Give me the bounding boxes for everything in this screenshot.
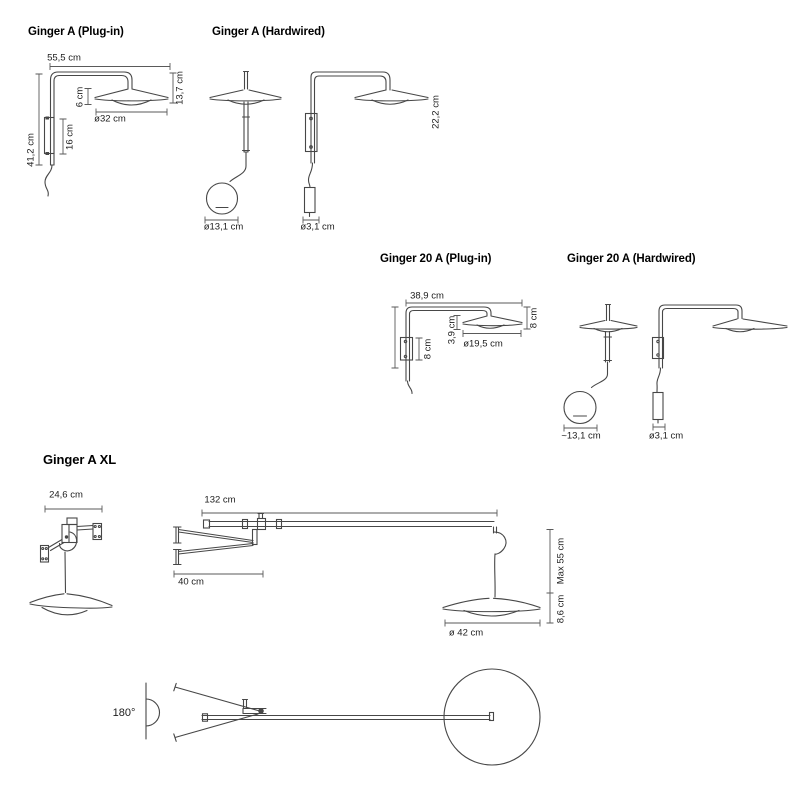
dim-label-max-drop: Max 55 cm <box>555 537 567 584</box>
section-title-ginger-20-a-plug-in: Ginger 20 A (Plug-in) <box>380 253 492 265</box>
dim-label-shade-height: 6 cm <box>74 86 86 107</box>
dim-label-head-height: 8 cm <box>528 307 540 329</box>
dim-label-driver-diameter: ø3,1 cm <box>300 221 335 232</box>
dim-label-bracket-height: 16 cm <box>64 124 76 150</box>
dim-label-shade-height: 3,9 cm <box>446 315 458 345</box>
dim-label-canopy-diameter: ~13,1 cm <box>561 430 601 442</box>
dim-label-driver-diameter: ø3,1 cm <box>648 430 684 441</box>
ginger-20-a-hardwired-drawing <box>563 303 788 432</box>
dim-label-head-height: 13,7 cm <box>174 71 186 105</box>
dim-label-shade-diameter: ø 42 cm <box>448 627 484 638</box>
section-title-ginger-a-xl: Ginger A XL <box>43 452 117 467</box>
dim-label-head-height: 22,2 cm <box>430 94 442 129</box>
dim-label-shade-diameter: ø32 cm <box>94 113 126 125</box>
dim-label-bracket-height: 8 cm <box>422 338 434 360</box>
dim-label-arm-reach: 132 cm <box>204 494 236 505</box>
dim-label-bracket-width: 24,6 cm <box>49 489 83 500</box>
ginger-a-xl-side-drawing <box>172 509 554 627</box>
dim-label-shade-diameter: ø19,5 cm <box>463 338 503 350</box>
dim-label-arm-reach: 38,9 cm <box>410 290 444 301</box>
section-title-ginger-a-hardwired: Ginger A (Hardwired) <box>212 26 325 38</box>
ginger-a-xl-front-drawing <box>29 505 113 616</box>
ginger-20-a-plug-in-drawing <box>391 299 531 395</box>
ginger-a-plug-in-drawing <box>35 63 177 197</box>
dim-label-arm-reach: 55,5 cm <box>47 52 81 64</box>
ginger-a-xl-top-view-drawing <box>145 668 541 766</box>
dim-label-total-height: 41,2 cm <box>25 133 37 167</box>
dim-label-canopy-diameter: ø13,1 cm <box>203 221 244 232</box>
section-title-ginger-20-a-hardwired: Ginger 20 A (Hardwired) <box>567 253 696 265</box>
dim-label-rotation-angle: 180° <box>112 706 136 719</box>
ginger-a-hardwired-drawing <box>204 70 429 224</box>
dim-label-shade-height: 8,6 cm <box>555 594 567 623</box>
section-title-ginger-a-plug-in: Ginger A (Plug-in) <box>28 26 124 38</box>
dim-label-arm-min-reach: 40 cm <box>178 576 204 588</box>
